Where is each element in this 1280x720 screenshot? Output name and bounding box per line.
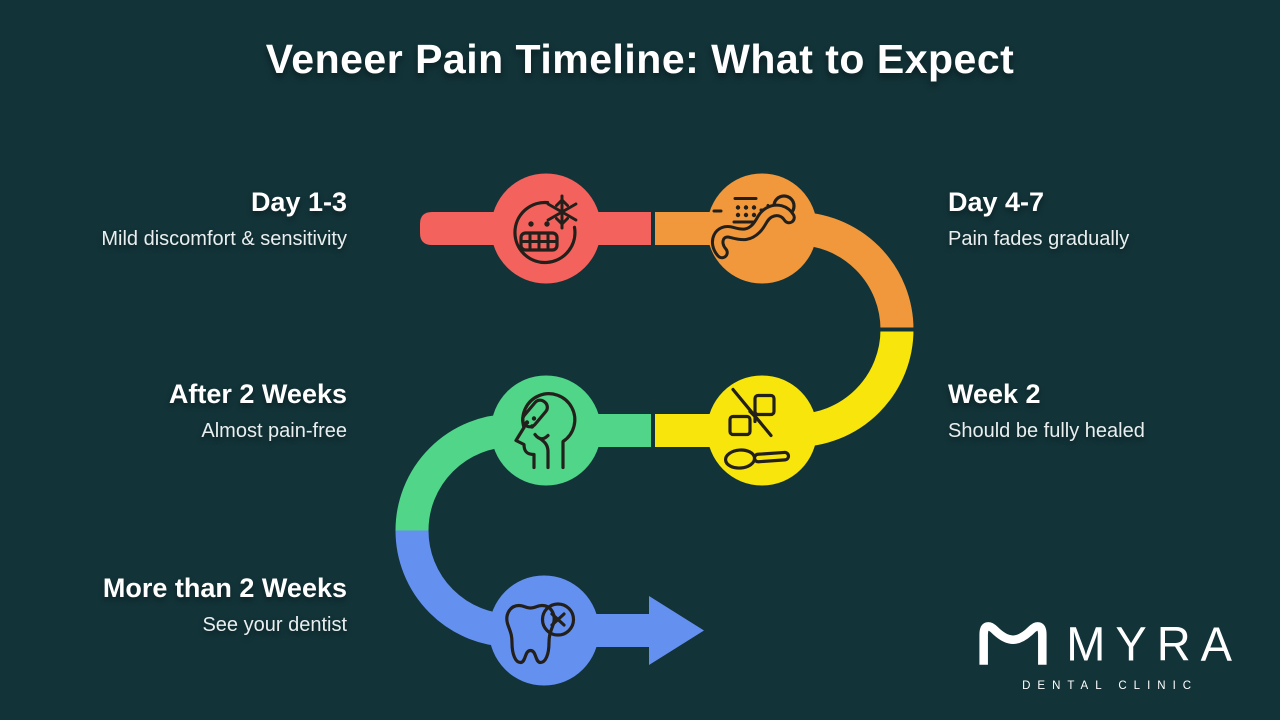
step-label-week-2: Week 2 Should be fully healed — [948, 378, 1145, 443]
step-circle-day-1-3 — [491, 173, 601, 284]
tooth-alert-icon — [505, 602, 576, 665]
step-heading: Week 2 — [948, 379, 1041, 409]
head-pain-relief-icon — [514, 392, 577, 470]
step-label-more-than-2-weeks: More than 2 Weeks See your dentist — [103, 572, 347, 637]
segment-gap — [651, 210, 655, 247]
no-hard-foods-spoon-icon — [723, 387, 791, 470]
step-description: Almost pain-free — [201, 420, 347, 442]
step-label-day-1-3: Day 1-3 Mild discomfort & sensitivity — [101, 186, 347, 251]
page-title: Veneer Pain Timeline: What to Expect — [265, 36, 1015, 82]
step-description: See your dentist — [202, 614, 347, 636]
cold-sensitive-tooth-icon — [513, 194, 578, 265]
step-heading: After 2 Weeks — [168, 379, 347, 409]
step-heading: Day 4-7 — [948, 187, 1045, 217]
step-description: Pain fades gradually — [948, 228, 1130, 250]
step-heading: More than 2 Weeks — [102, 573, 347, 603]
segment-gap — [651, 412, 655, 449]
step-circle-week-2 — [707, 375, 817, 486]
step-heading: Day 1-3 — [250, 187, 347, 217]
pain-fading-route-icon — [711, 194, 796, 260]
timeline-arrowhead — [649, 596, 704, 665]
snowflake-icon — [546, 194, 578, 230]
step-description: Should be fully healed — [948, 420, 1145, 442]
step-circle-more-than-2-weeks — [489, 575, 599, 686]
clinic-brand-name: MYRA — [1066, 616, 1242, 671]
clinic-tagline: DENTAL CLINIC — [1022, 680, 1199, 692]
step-label-day-4-7: Day 4-7 Pain fades gradually — [948, 186, 1129, 251]
myra-m-tooth-icon — [979, 621, 1047, 665]
x-badge — [540, 602, 576, 637]
step-label-after-2-weeks: After 2 Weeks Almost pain-free — [169, 378, 347, 443]
step-circle-after-2-weeks — [491, 375, 601, 486]
step-description: Mild discomfort & sensitivity — [101, 228, 347, 250]
clinic-logo: MYRA DENTAL CLINIC — [978, 616, 1242, 692]
segment-gap — [878, 327, 916, 332]
